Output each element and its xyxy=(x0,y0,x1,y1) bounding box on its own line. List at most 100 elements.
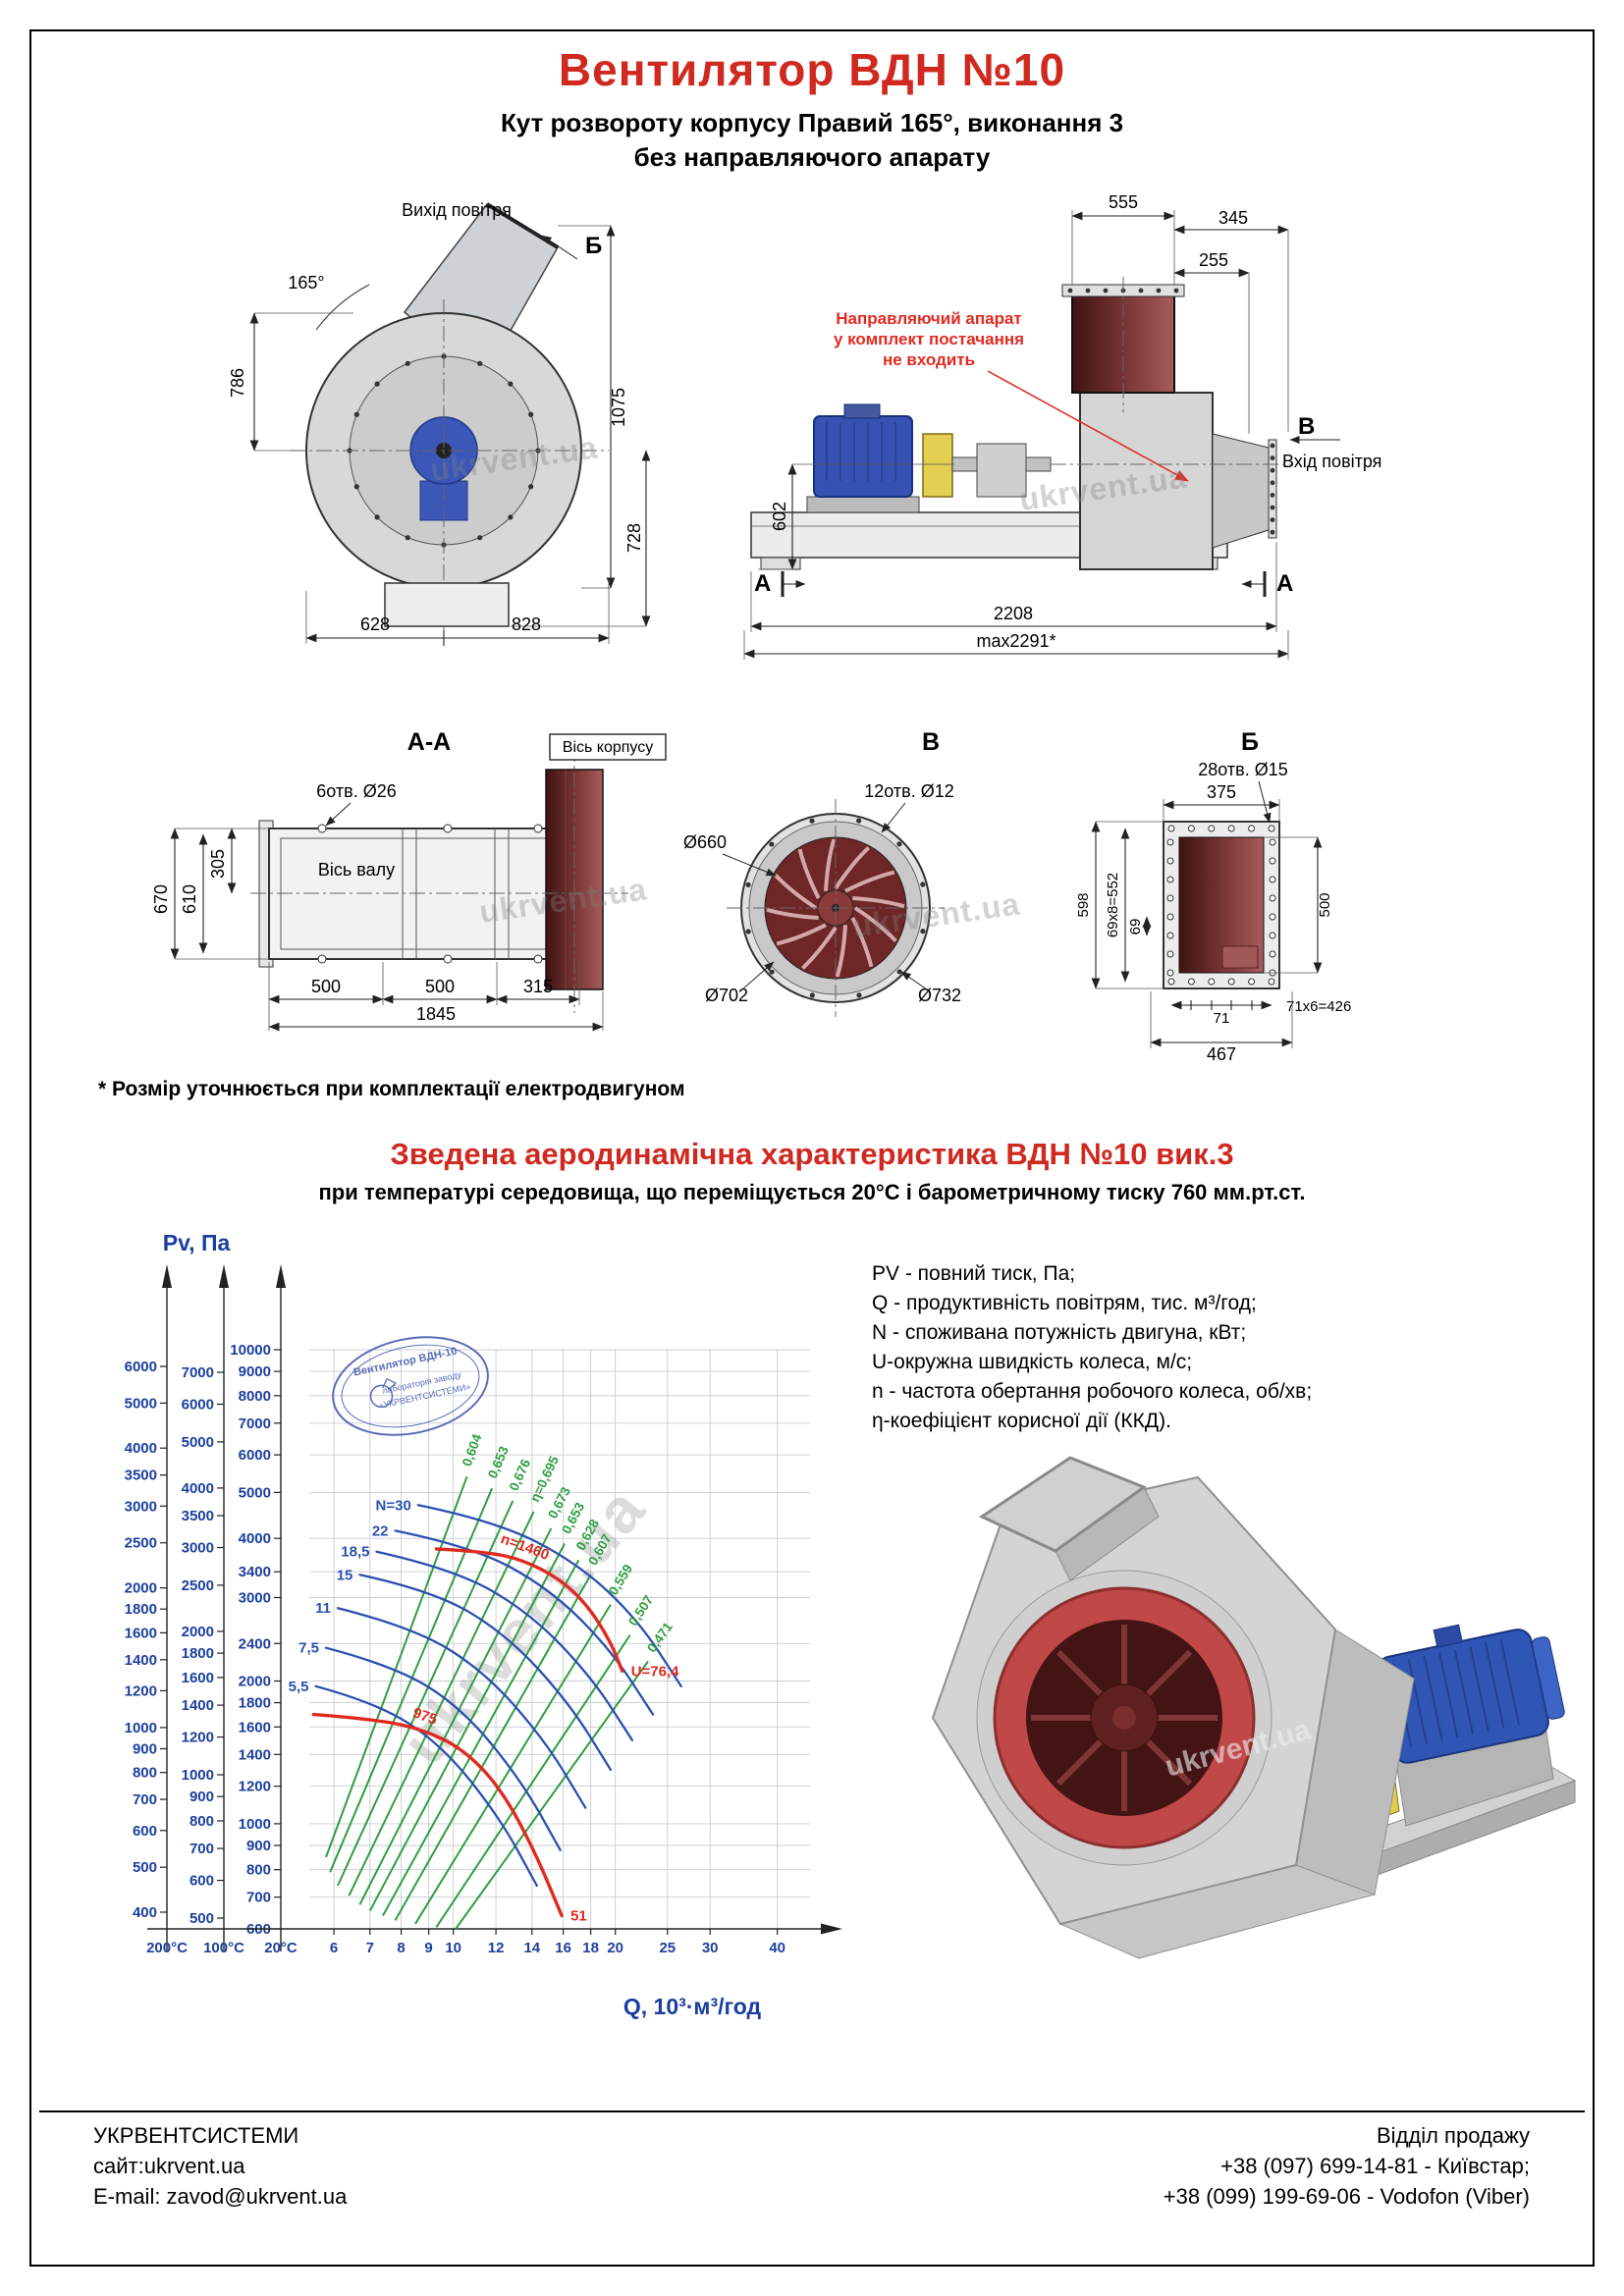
dim-598: 598 xyxy=(1075,892,1092,917)
bolt-dot xyxy=(920,929,926,934)
dim-602: 602 xyxy=(770,502,789,531)
q-tick: 30 xyxy=(702,1940,719,1956)
dim-max2291: max2291* xyxy=(976,631,1056,651)
pressure-tick: 2000 xyxy=(125,1580,157,1597)
pressure-tick: 2400 xyxy=(239,1635,271,1652)
impeller-vane xyxy=(801,926,838,970)
sales-phone-1[interactable]: +38 (097) 699-14-81 - Київстар; xyxy=(1220,2154,1530,2178)
pressure-tick: 7000 xyxy=(239,1415,271,1432)
pressure-tick: 3400 xyxy=(239,1564,271,1580)
dim-610: 610 xyxy=(180,884,199,914)
legend-line: η-коефіцієнт корисної дії (ККД). xyxy=(872,1410,1171,1432)
motor-base xyxy=(806,496,920,513)
bolt-dot xyxy=(896,841,902,847)
bolt-dot xyxy=(809,992,815,998)
efficiency-line xyxy=(414,1604,612,1925)
bolt-dot xyxy=(1270,480,1275,486)
pressure-tick: 1800 xyxy=(125,1601,157,1618)
bolt-hole xyxy=(1166,913,1174,921)
drawing-footnote: * Розмір уточнюється при комплектації ел… xyxy=(98,1078,685,1100)
company-email[interactable]: E-mail: zavod@ukrvent.ua xyxy=(93,2184,348,2209)
pressure-tick: 1400 xyxy=(239,1746,271,1763)
bolt-dot xyxy=(1270,529,1275,535)
pressure-tick: 8000 xyxy=(239,1388,271,1405)
outlet-flange-bolts xyxy=(1067,288,1179,294)
bolt-dot xyxy=(374,514,380,520)
legend-line: N - споживана потужність двигуна, кВт; xyxy=(872,1321,1247,1344)
pressure-tick: 900 xyxy=(133,1741,157,1758)
power-curve xyxy=(358,1574,613,1772)
pressure-tick: 500 xyxy=(133,1859,157,1876)
air-outlet-label: Вихід повітря xyxy=(402,200,512,220)
view-v-impeller: В 12отв. Ø12 Ø660 Ø702 Ø732 xyxy=(683,728,961,1017)
efficiency-line xyxy=(368,1543,566,1912)
q-tick: 20 xyxy=(607,1940,623,1956)
footer-company-block: УКРВЕНТСИСТЕМИ сайт:ukrvent.ua E-mail: z… xyxy=(93,2120,347,2212)
legend-line: U-окружна швидкість колеса, м/с; xyxy=(872,1351,1193,1373)
guide-vane-note-1: Направляючий апарат xyxy=(836,309,1022,328)
duct-flange-3d xyxy=(978,1456,1148,1553)
q-tick: 9 xyxy=(424,1940,432,1956)
pressure-tick: 1600 xyxy=(239,1719,271,1735)
dim-500-b: 500 xyxy=(1317,892,1333,917)
section-aa-title: А-А xyxy=(407,728,451,756)
efficiency-line xyxy=(358,1527,553,1905)
bolt-dot xyxy=(1156,288,1162,294)
pressure-tick: 3000 xyxy=(182,1540,214,1557)
pressure-tick: 800 xyxy=(246,1862,271,1879)
sales-phone-2[interactable]: +38 (099) 199-69-06 - Vodofon (Viber) xyxy=(1163,2184,1530,2209)
dim-71: 71 xyxy=(1214,1010,1230,1027)
opening-detail xyxy=(1221,945,1259,969)
bolt-dot xyxy=(1085,288,1091,294)
pressure-tick: 1600 xyxy=(182,1670,214,1686)
bolt-dot xyxy=(1138,288,1144,294)
efficiency-label: 0,507 xyxy=(625,1593,656,1629)
pressure-tick: 1000 xyxy=(239,1816,271,1833)
efficiency-line xyxy=(435,1634,631,1928)
holes-label-aa: 6отв. Ø26 xyxy=(316,781,396,801)
temperature-label: 200°C xyxy=(146,1940,188,1956)
bolt-hole xyxy=(1166,950,1174,958)
pressure-tick: 1400 xyxy=(182,1697,214,1714)
bearing-block xyxy=(976,443,1027,498)
dim-426: 71x6=426 xyxy=(1286,998,1351,1015)
speed-end-label: 51 xyxy=(570,1908,587,1925)
power-label: 11 xyxy=(315,1600,331,1617)
power-curve xyxy=(375,1550,634,1741)
impeller-vane xyxy=(774,874,818,910)
pressure-tick: 4000 xyxy=(125,1440,157,1457)
dim-500a: 500 xyxy=(311,977,341,996)
stamp-fan-icon xyxy=(369,1384,394,1409)
view-v-title: В xyxy=(922,728,940,756)
pressure-tick: 1200 xyxy=(125,1682,157,1699)
page-border xyxy=(29,29,1595,2267)
guide-vane-note-2: у комплект постачання xyxy=(834,330,1024,348)
impeller-vane xyxy=(850,917,874,968)
dim-786: 786 xyxy=(228,368,247,398)
bolt-hole xyxy=(1187,978,1195,986)
bolt-hole xyxy=(1269,857,1276,865)
dim-732: Ø732 xyxy=(918,986,961,1005)
inlet-flange-bolts xyxy=(1270,443,1275,535)
dim-69: 69 xyxy=(1127,919,1144,935)
pressure-tick: 4000 xyxy=(182,1480,214,1497)
impeller-vane xyxy=(853,906,897,942)
company-site[interactable]: сайт:ukrvent.ua xyxy=(93,2154,245,2178)
section-marker-a-right: А xyxy=(1276,570,1293,597)
pressure-tick: 900 xyxy=(246,1838,271,1854)
view-marker-b: Б xyxy=(585,233,602,259)
casing-side xyxy=(1079,392,1214,570)
rotation-angle: 165° xyxy=(288,273,324,293)
inlet-cone xyxy=(1212,433,1270,549)
power-label: 5,5 xyxy=(289,1679,309,1695)
power-curve xyxy=(314,1684,538,1888)
pressure-tick: 5000 xyxy=(182,1434,214,1451)
efficiency-line xyxy=(325,1475,468,1858)
air-inlet-label: Вхід повітря xyxy=(1282,452,1381,471)
sales-title: Відділ продажу xyxy=(1376,2123,1530,2148)
bolt-hole xyxy=(1167,825,1175,832)
impeller-vane xyxy=(797,848,821,899)
power-label: 22 xyxy=(372,1522,389,1539)
chart-axes: 4005006007008009001000120014001600180020… xyxy=(125,1264,842,1956)
bolt-hole xyxy=(1166,969,1174,977)
